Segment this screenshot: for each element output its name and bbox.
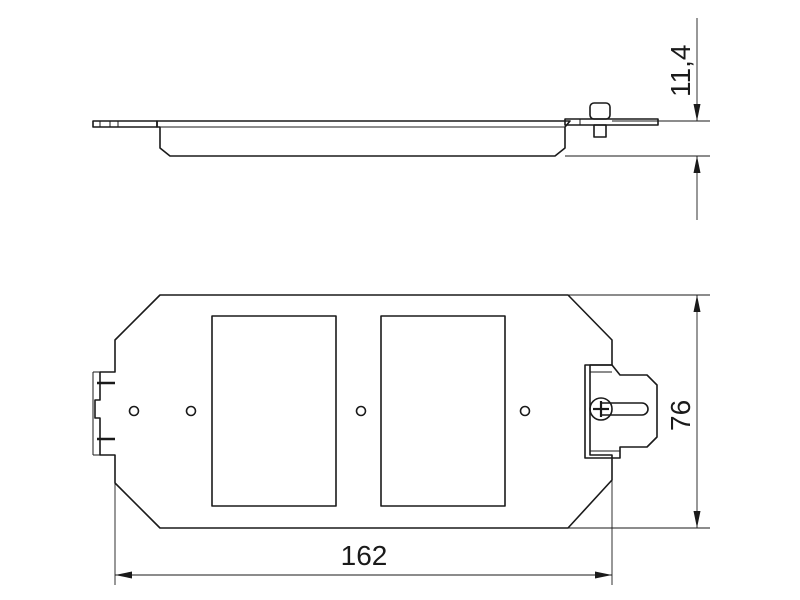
side-left-flange xyxy=(92,120,158,128)
top-view: 76 162 xyxy=(92,294,710,585)
depth-dimension-label: 76 xyxy=(665,400,696,431)
right-clamp xyxy=(584,364,658,459)
height-dimension: 11,4 xyxy=(565,18,710,220)
side-view: 11,4 xyxy=(92,18,710,220)
mounting-holes xyxy=(128,405,531,417)
hole xyxy=(185,405,197,417)
plate-outline xyxy=(94,294,613,529)
left-clip xyxy=(92,371,115,456)
width-dimension-label: 162 xyxy=(341,540,388,571)
side-tray-body xyxy=(156,120,571,157)
opening-right xyxy=(380,315,506,507)
width-dimension: 162 xyxy=(114,480,613,585)
height-dimension-label: 11,4 xyxy=(665,45,696,97)
hole xyxy=(355,405,367,417)
opening-left xyxy=(211,315,337,507)
side-right-flange xyxy=(564,118,659,126)
hole xyxy=(519,405,531,417)
screw-head-icon xyxy=(589,397,613,421)
side-screw xyxy=(588,102,612,138)
hole xyxy=(128,405,140,417)
depth-dimension: 76 xyxy=(568,294,710,529)
clamp-slot xyxy=(600,402,649,416)
